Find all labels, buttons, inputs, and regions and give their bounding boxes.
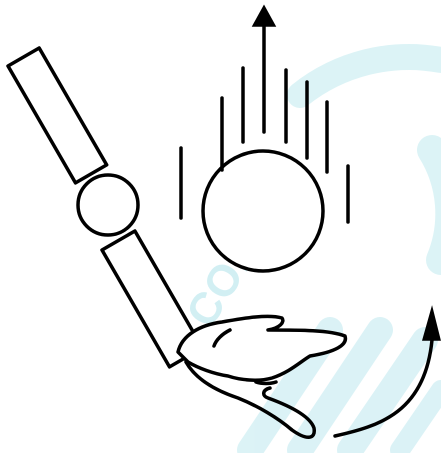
upper-arm — [8, 48, 107, 183]
elbow-joint — [78, 175, 138, 235]
up-arrow-icon — [253, 6, 275, 132]
watermark-arc — [300, 57, 441, 95]
watermark-right-arc — [432, 150, 441, 260]
hand-crease — [256, 382, 276, 384]
